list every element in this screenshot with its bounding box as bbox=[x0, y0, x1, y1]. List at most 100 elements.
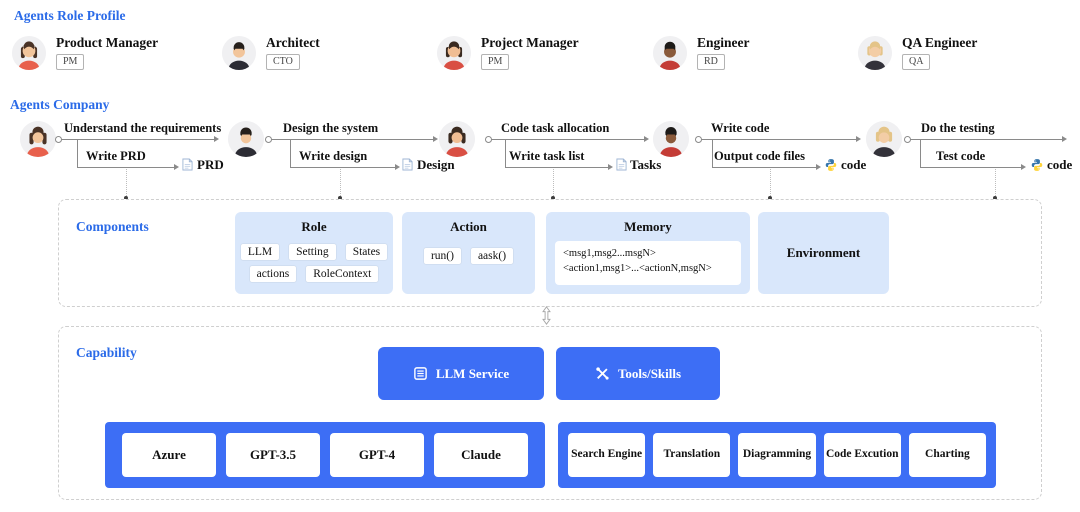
arrow-right-icon bbox=[433, 136, 438, 142]
arrow-right-icon bbox=[608, 164, 613, 170]
task-label: Code task allocation bbox=[501, 121, 610, 135]
card-title: Action bbox=[450, 219, 487, 234]
tool-card: Search Engine bbox=[568, 433, 646, 477]
action-chip: run() bbox=[423, 248, 461, 264]
flow-line bbox=[61, 139, 214, 140]
action-label: Write design bbox=[299, 149, 368, 163]
role-chip: RoleContext bbox=[306, 266, 379, 282]
avatar-architect-icon bbox=[222, 36, 256, 70]
avatar-project-manager-icon bbox=[437, 36, 471, 70]
updown-arrow-icon bbox=[542, 306, 551, 325]
avatar-project-manager-icon bbox=[439, 121, 475, 157]
role-profile-architect: Architect CTO bbox=[222, 35, 320, 70]
action-label: Write task list bbox=[509, 149, 585, 163]
action-label: Write PRD bbox=[86, 149, 146, 163]
capability-section-title: Capability bbox=[76, 345, 137, 360]
avatar-engineer-icon bbox=[653, 121, 689, 157]
connector-dot bbox=[124, 196, 128, 200]
button-label: LLM Service bbox=[435, 365, 510, 381]
task-label: Understand the requirements bbox=[64, 121, 222, 135]
task-label: Write code bbox=[711, 121, 770, 135]
arrow-right-icon bbox=[1062, 136, 1067, 142]
flow-branch-line bbox=[505, 139, 506, 167]
llm-service-button: LLM Service bbox=[378, 347, 544, 400]
artifact-label: Tasks bbox=[630, 157, 662, 172]
flow-line bbox=[491, 139, 644, 140]
role-badge: CTO bbox=[266, 53, 300, 70]
arrow-right-icon bbox=[1021, 164, 1026, 170]
flow-line bbox=[77, 167, 174, 168]
flow-line bbox=[505, 167, 608, 168]
flow-branch-line bbox=[290, 139, 291, 167]
arrow-right-icon bbox=[644, 136, 649, 142]
arrow-right-icon bbox=[816, 164, 821, 170]
tool-card: Charting bbox=[908, 433, 987, 477]
role-badge: RD bbox=[697, 53, 725, 70]
profile-section-title: Agents Role Profile bbox=[14, 8, 126, 23]
connector-dot bbox=[338, 196, 342, 200]
button-label: Tools/Skills bbox=[617, 365, 682, 381]
arrow-right-icon bbox=[174, 164, 179, 170]
connector-dot bbox=[993, 196, 997, 200]
memory-content: <msg1,msg2...msgN> <action1,msg1>...<act… bbox=[555, 241, 741, 285]
document-icon bbox=[182, 158, 193, 171]
components-section-title: Components bbox=[76, 219, 149, 234]
dotted-connector bbox=[126, 169, 127, 196]
llm-provider-card: Azure bbox=[122, 433, 216, 477]
flow-line bbox=[271, 139, 433, 140]
dotted-connector bbox=[770, 169, 771, 196]
dotted-connector bbox=[995, 169, 996, 196]
connector-dot bbox=[768, 196, 772, 200]
environment-card: Environment bbox=[758, 212, 889, 294]
avatar-qa-engineer-icon bbox=[866, 121, 902, 157]
flow-branch-line bbox=[77, 139, 78, 167]
artifact-label: code bbox=[841, 157, 867, 172]
dotted-connector bbox=[340, 169, 341, 196]
task-label: Do the testing bbox=[921, 121, 995, 135]
tools-bar: Search Engine Translation Diagramming Co… bbox=[558, 422, 996, 488]
flow-branch-line bbox=[712, 139, 713, 167]
company-section-title: Agents Company bbox=[10, 97, 110, 112]
action-label: Output code files bbox=[714, 149, 805, 163]
avatar-product-manager-icon bbox=[20, 121, 56, 157]
python-icon bbox=[1031, 159, 1043, 171]
role-name: QA Engineer bbox=[902, 35, 978, 50]
document-icon bbox=[616, 158, 627, 171]
role-badge: QA bbox=[902, 53, 931, 70]
role-name: Project Manager bbox=[481, 35, 579, 50]
action-label: Test code bbox=[936, 149, 986, 163]
tools-skills-button: Tools/Skills bbox=[556, 347, 720, 400]
role-name: Architect bbox=[266, 35, 320, 50]
role-card: Role LLM Setting States actions RoleCont… bbox=[235, 212, 393, 294]
role-profile-engineer: Engineer RD bbox=[653, 35, 750, 70]
role-badge: PM bbox=[56, 53, 85, 70]
role-name: Engineer bbox=[697, 35, 750, 50]
arrow-right-icon bbox=[214, 136, 219, 142]
tool-card: Diagramming bbox=[738, 433, 816, 477]
role-badge: PM bbox=[481, 53, 510, 70]
llm-service-icon bbox=[414, 367, 427, 380]
card-title: Environment bbox=[786, 245, 861, 260]
avatar-engineer-icon bbox=[653, 36, 687, 70]
role-profile-project-manager: Project Manager PM bbox=[437, 35, 579, 70]
role-profile-qa-engineer: QA Engineer QA bbox=[858, 35, 978, 70]
card-title: Memory bbox=[624, 219, 672, 234]
artifact-label: Design bbox=[417, 157, 455, 172]
tool-card: Code Excution bbox=[823, 433, 901, 477]
memory-card: Memory <msg1,msg2...msgN> <action1,msg1>… bbox=[546, 212, 750, 294]
memory-line: <msg1,msg2...msgN> bbox=[563, 248, 656, 259]
role-chip: Setting bbox=[289, 244, 336, 260]
python-icon bbox=[825, 159, 837, 171]
action-card: Action run() aask() bbox=[402, 212, 535, 294]
flow-line bbox=[290, 167, 395, 168]
document-icon bbox=[402, 158, 413, 171]
flow-line bbox=[712, 167, 816, 168]
llm-providers-bar: Azure GPT-3.5 GPT-4 Claude bbox=[105, 422, 545, 488]
role-chip: LLM bbox=[240, 244, 280, 260]
card-title: Role bbox=[301, 219, 327, 234]
avatar-product-manager-icon bbox=[12, 36, 46, 70]
action-chip: aask() bbox=[470, 248, 514, 264]
tool-card: Translation bbox=[653, 433, 731, 477]
connector-dot bbox=[551, 196, 555, 200]
